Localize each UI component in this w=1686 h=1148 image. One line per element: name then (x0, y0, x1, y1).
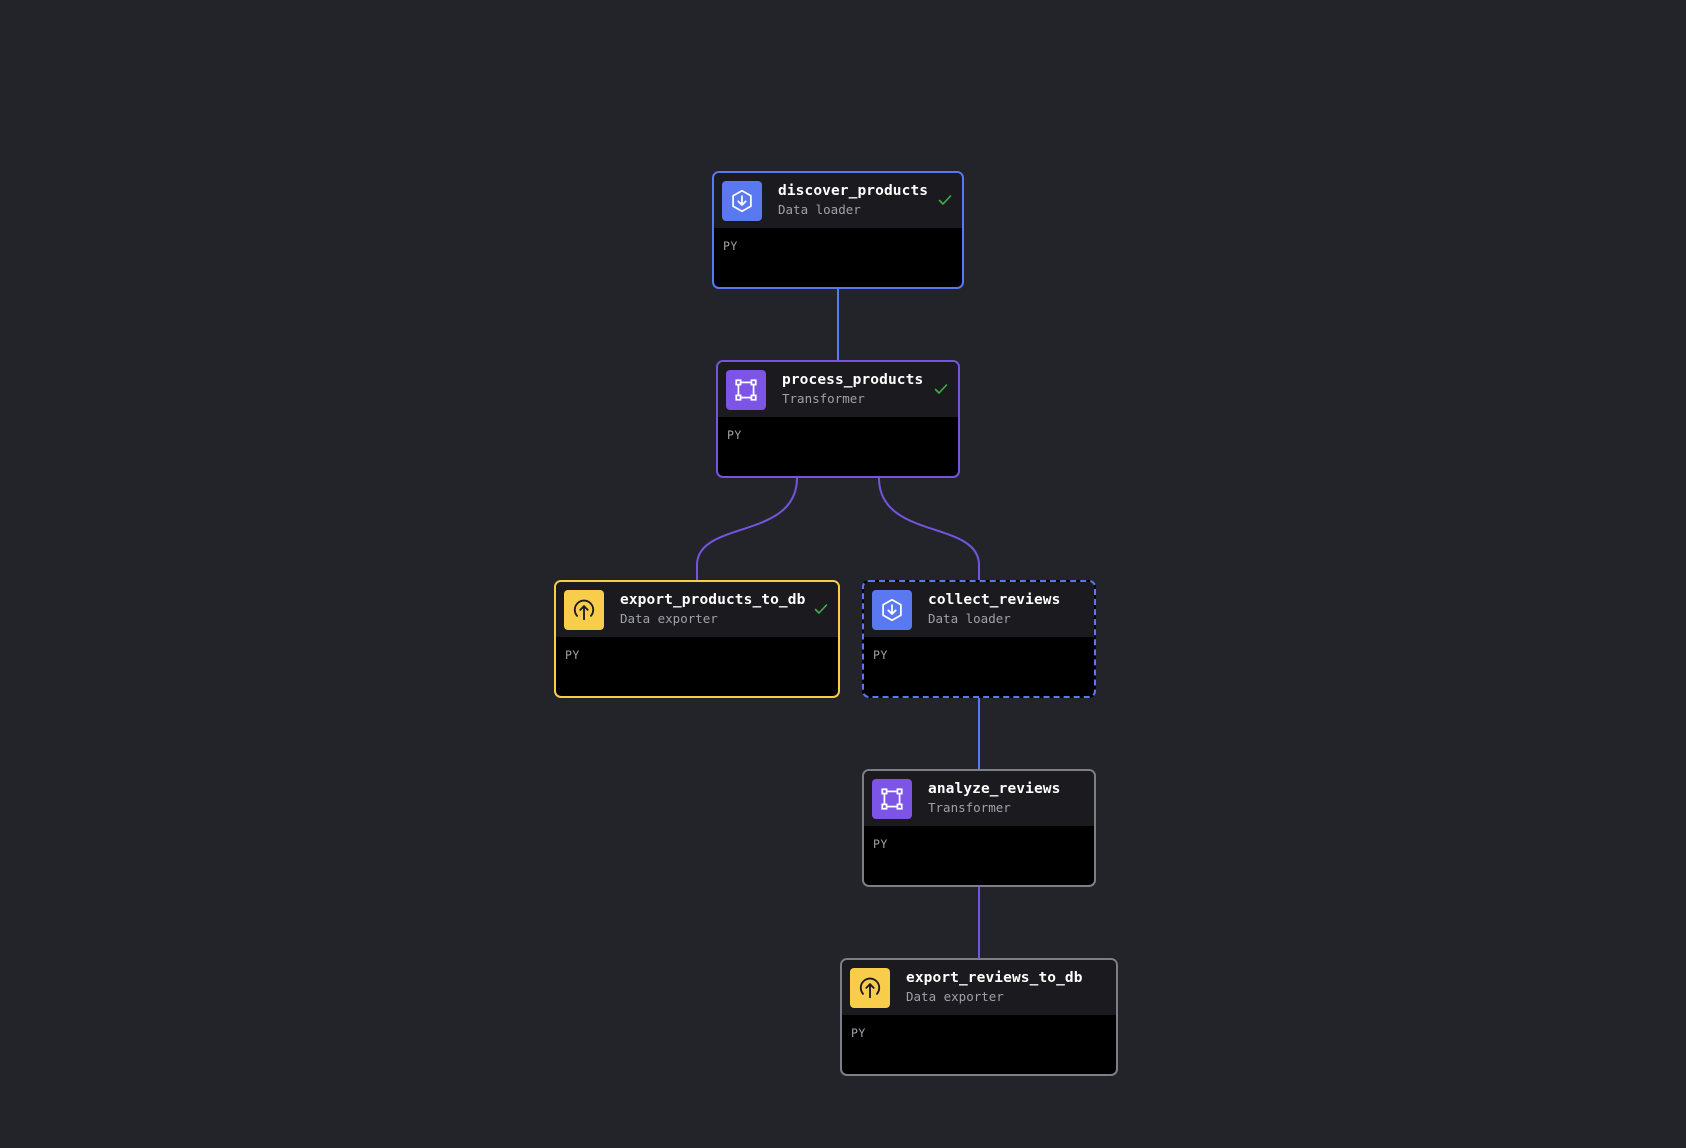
block-header: export_reviews_to_db Data exporter (842, 960, 1116, 1015)
block-collect-reviews[interactable]: collect_reviews Data loader PY (862, 580, 1096, 698)
block-header: export_products_to_db Data exporter (556, 582, 838, 637)
block-title: export_products_to_db (620, 592, 806, 608)
language-label: PY (873, 837, 888, 851)
success-check-icon (814, 604, 828, 614)
download-hexagon-icon (872, 590, 912, 630)
block-type-label: Data exporter (620, 611, 718, 626)
block-title: analyze_reviews (928, 781, 1061, 797)
block-body: PY (842, 1015, 1116, 1074)
block-type-label: Data loader (778, 202, 861, 217)
block-title: discover_products (778, 183, 929, 199)
block-header: collect_reviews Data loader (864, 582, 1094, 637)
block-header: process_products Transformer (718, 362, 958, 417)
block-header: analyze_reviews Transformer (864, 771, 1094, 826)
upload-circle-icon (564, 590, 604, 630)
upload-circle-icon (850, 968, 890, 1008)
block-export-products-to-db[interactable]: export_products_to_db Data exporter PY (554, 580, 840, 698)
block-export-reviews-to-db[interactable]: export_reviews_to_db Data exporter PY (840, 958, 1118, 1076)
language-label: PY (723, 239, 738, 253)
download-hexagon-icon (722, 181, 762, 221)
block-type-label: Data exporter (906, 989, 1004, 1004)
language-label: PY (727, 428, 742, 442)
block-body: PY (556, 637, 838, 696)
edge-process-to-collect-reviews[interactable] (878, 477, 980, 580)
block-header: discover_products Data loader (714, 173, 962, 228)
transform-square-icon (726, 370, 766, 410)
language-label: PY (873, 648, 888, 662)
transform-square-icon (872, 779, 912, 819)
block-type-label: Data loader (928, 611, 1011, 626)
block-title: collect_reviews (928, 592, 1061, 608)
block-analyze-reviews[interactable]: analyze_reviews Transformer PY (862, 769, 1096, 887)
block-body: PY (864, 637, 1094, 696)
block-title: process_products (782, 372, 924, 388)
block-body: PY (718, 417, 958, 476)
block-title: export_reviews_to_db (906, 970, 1083, 986)
edge-process-to-export-products[interactable] (696, 477, 798, 580)
block-process-products[interactable]: process_products Transformer PY (716, 360, 960, 478)
block-type-label: Transformer (928, 800, 1011, 815)
language-label: PY (851, 1026, 866, 1040)
block-body: PY (714, 228, 962, 287)
block-discover-products[interactable]: discover_products Data loader PY (712, 171, 964, 289)
block-body: PY (864, 826, 1094, 885)
success-check-icon (934, 384, 948, 394)
success-check-icon (938, 195, 952, 205)
block-type-label: Transformer (782, 391, 865, 406)
language-label: PY (565, 648, 580, 662)
